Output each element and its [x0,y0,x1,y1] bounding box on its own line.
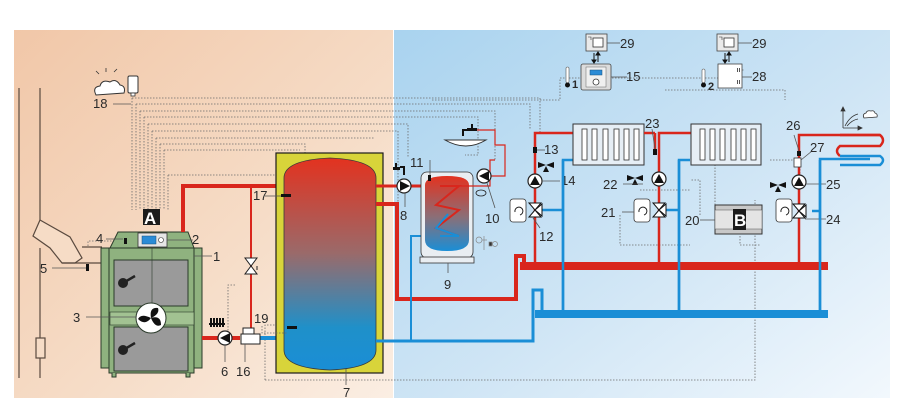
heating-curve-icon [840,106,878,131]
boiler-pump [217,330,233,346]
fire-door-handle-upper [118,274,136,288]
room-sensor-2-label: 2 [708,81,714,93]
internet-module-1 [585,33,608,52]
callout-3: 3 [73,310,80,325]
cold-header-pipe [535,310,828,318]
internet-module-2 [716,33,739,52]
boiler-sensor [124,238,127,244]
room-controller-2 [717,63,743,89]
callout-7: 7 [343,385,350,400]
callout-8: 8 [400,208,407,223]
mixing-valve-circuit-1 [509,198,543,223]
callout-21: 21 [601,205,615,220]
dhw-cylinder [419,171,475,264]
callout-6: 6 [221,364,228,379]
radiator-2 [690,123,762,166]
fire-door-handle-lower [118,341,136,355]
circulation-pump [475,168,492,197]
expansion-vent-icon-3 [770,182,786,192]
callout-29-second: 29 [752,36,766,51]
callout-25: 25 [826,177,840,192]
buffer-bottom-sensor [287,326,297,329]
buffer-top-sensor [281,194,291,197]
callout-12: 12 [539,229,553,244]
dhw-charging-pump [396,178,412,194]
pump-circuit-2 [651,171,667,187]
radiator-small-icon [209,318,225,327]
outdoor-sensor [94,68,139,97]
callout-18: 18 [93,96,107,111]
fan-icon [135,302,167,334]
safety-group-icon [475,236,498,250]
mixing-valve-circuit-2 [633,198,667,223]
callout-26: 26 [786,118,800,133]
dhw-outlet-pipe [477,129,506,177]
buffer-tank [275,152,384,374]
return-temperature-valve [240,327,261,345]
mixing-valve-circuit-3 [775,198,807,223]
room-thermometer-2-icon [701,68,706,88]
callout-23: 23 [645,116,659,131]
callout-2: 2 [192,232,199,247]
chimney [18,88,102,378]
callout-4: 4 [96,231,103,246]
expansion-vent-icon-2 [627,175,643,185]
callout-17: 17 [253,188,267,203]
flow-sensor-circuit-2 [653,149,657,155]
callout-leader-10 [486,182,496,209]
callout-5: 5 [40,261,47,276]
pump-circuit-3 [791,174,807,190]
module-a-label: A [144,209,156,228]
callout-27: 27 [810,140,824,155]
callout-22: 22 [603,177,617,192]
tap-icon-1 [393,163,405,175]
bypass-valve-icon [244,257,258,275]
flue-gas-sensor [86,264,89,271]
hot-header-pipe [520,262,828,270]
callout-10: 10 [485,211,499,226]
callout-20: 20 [685,213,699,228]
callout-29-first: 29 [620,36,634,51]
module-b-label: B [734,211,746,230]
extension-module-b [714,204,763,235]
room-controller-1 [580,63,612,91]
room-thermometer-1-icon [565,66,570,88]
flow-sensor-circuit-3 [797,151,801,156]
data-link-arrows-1 [591,51,601,64]
callout-13: 13 [544,142,558,157]
pump-circuit-1 [527,173,543,189]
callout-leader-12 [532,217,541,229]
callout-16: 16 [236,364,250,379]
callout-9: 9 [444,277,451,292]
callout-28: 28 [752,69,766,84]
controller-module-a [143,209,160,225]
radiator-1 [572,123,645,166]
callout-leader-27 [800,150,813,161]
boiler-controller [137,232,168,248]
callout-11: 11 [410,155,424,170]
underfloor-loop [835,133,885,167]
expansion-vent-icon-1 [538,162,554,172]
room-sensor-1-label: 1 [572,79,578,91]
dhw-sensor [428,175,431,181]
callout-15: 15 [626,69,640,84]
callout-leader-23 [651,128,656,150]
safety-thermostat [793,157,802,168]
callout-19: 19 [254,311,268,326]
callout-14: 14 [561,173,575,188]
callout-1: 1 [213,249,220,264]
data-link-arrows-2 [722,51,732,64]
sink-icon [443,139,488,147]
tap-icon-2 [462,124,477,136]
callout-leader-26 [793,134,800,152]
callout-24: 24 [826,212,840,227]
flow-sensor-circuit-1 [533,147,537,153]
